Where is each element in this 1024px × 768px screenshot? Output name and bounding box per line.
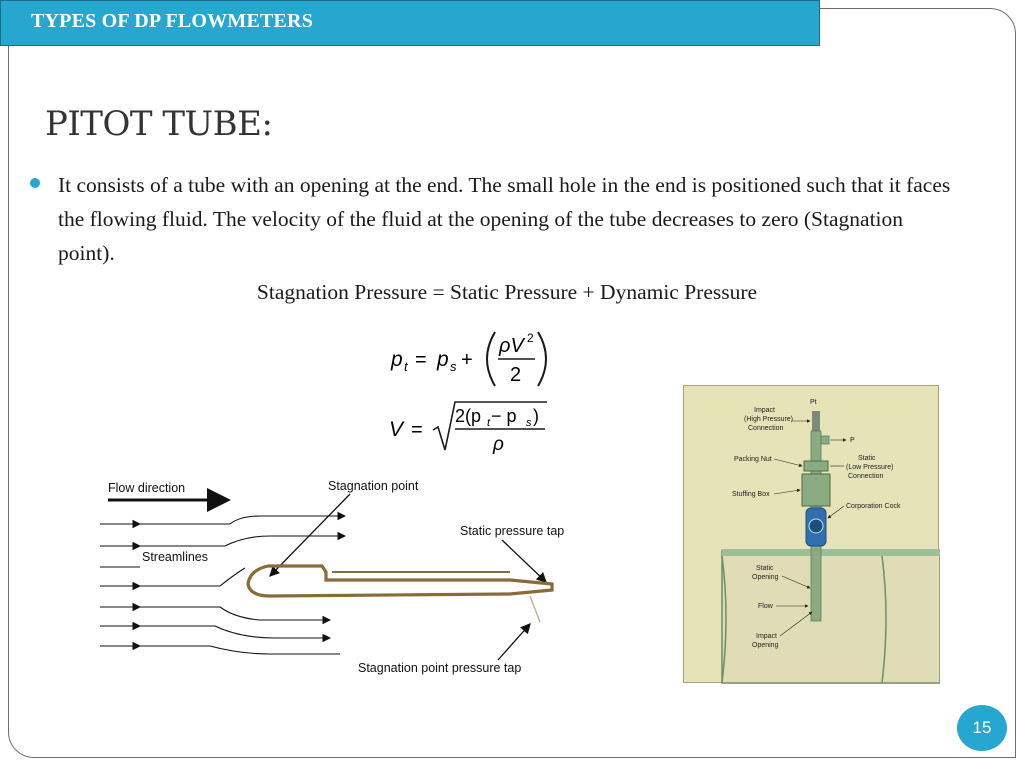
formula-total-pressure: p t = p s + ρV 2 2 <box>390 331 547 387</box>
static-open-leader <box>781 575 811 589</box>
header-title: TYPES OF DP FLOWMETERS <box>31 10 314 32</box>
fig-label-p: P <box>850 437 855 444</box>
static-tap-pointer <box>501 539 547 583</box>
fig-label-impact-3: Connection <box>748 425 784 432</box>
streamline <box>140 511 347 525</box>
pipe-top-band <box>722 549 940 556</box>
probe-tip <box>812 411 820 431</box>
formula-squared: 2 <box>527 331 534 345</box>
streamline <box>140 531 347 547</box>
bullet-dot <box>30 178 40 188</box>
fig-label-static-3: Connection <box>848 473 884 480</box>
fig-label-impact-open-2: Opening <box>752 642 779 649</box>
label-streamlines: Streamlines <box>142 550 208 564</box>
pitot-installation-figure: Pt Impact (High Pressure) Connection P P… <box>683 385 941 684</box>
label-stagnation-tap: Stagnation point pressure tap <box>358 661 521 675</box>
packing-nut <box>803 460 829 472</box>
formula-pt: p <box>390 348 403 371</box>
formula-denominator: 2 <box>510 364 521 386</box>
header-bar: TYPES OF DP FLOWMETERS <box>0 0 820 46</box>
streamline <box>140 645 340 655</box>
formula-pt-sub: t <box>404 359 409 374</box>
formula-ps-sub: s <box>450 359 457 374</box>
pipe-body <box>721 550 941 684</box>
label-static-tap: Static pressure tap <box>460 524 564 538</box>
static-connection <box>820 435 830 445</box>
fig-label-static-2: (Low Pressure) <box>846 464 893 471</box>
stagnation-tap-pointer <box>497 623 531 661</box>
formula-eq2: = <box>411 419 423 441</box>
streamline <box>140 567 246 587</box>
fig-label-packing-nut: Packing Nut <box>734 456 772 463</box>
word-equation: Stagnation Pressure = Static Pressure + … <box>256 280 758 304</box>
pitot-tube <box>246 564 554 623</box>
streamline <box>140 606 332 625</box>
formula-rho: ρ <box>492 434 504 455</box>
formula-sqrt-sign <box>432 401 547 451</box>
page-number: 15 <box>957 705 1007 751</box>
fig-label-static-1: Static <box>858 455 876 462</box>
fig-label-impact-2: (High Pressure) <box>744 416 793 423</box>
installation-drawing: Pt Impact (High Pressure) Connection P P… <box>721 399 941 684</box>
label-stagnation-point: Stagnation point <box>328 479 419 493</box>
tube-outer <box>246 564 554 598</box>
stuffing-box <box>801 473 831 507</box>
fig-label-flow: Flow <box>758 603 774 610</box>
formula-plus: + <box>461 349 473 371</box>
cock-leader <box>827 505 845 519</box>
formula-right-paren <box>537 331 547 387</box>
formula-ps: p <box>436 348 449 371</box>
formula-numerator: 2(p <box>455 406 481 426</box>
formula-num-t: t <box>487 417 491 429</box>
streamline <box>140 625 332 643</box>
slide-title: PITOT TUBE: <box>45 104 273 144</box>
fig-label-static-open-2: Opening <box>752 574 779 581</box>
formula-v: V <box>389 418 405 441</box>
bullet-text: It consists of a tube with an opening at… <box>58 173 951 265</box>
fig-label-stuffing-box: Stuffing Box <box>732 491 770 498</box>
cock-valve <box>808 518 824 534</box>
formula-num-minus: − p <box>491 406 517 426</box>
tube-tap <box>529 595 541 623</box>
stagnation-pointer <box>269 493 351 577</box>
fig-label-impact-1: Impact <box>754 407 775 414</box>
impact-open-leader <box>779 611 813 637</box>
formula-num-s: s <box>526 417 532 429</box>
pipe-left-edge <box>721 555 727 684</box>
formula-eq1: = <box>415 349 427 371</box>
fig-label-impact-open-1: Impact <box>756 633 777 640</box>
packing-leader <box>773 458 803 468</box>
formula-rho-v: ρV <box>498 335 525 357</box>
fig-label-corporation-cock: Corporation Cock <box>846 503 901 510</box>
label-flow-direction: Flow direction <box>108 481 185 495</box>
stuffing-leader <box>773 488 801 495</box>
formula-num-close: ) <box>533 406 539 426</box>
fig-label-pt: Pt <box>810 399 817 406</box>
formula-velocity: V = 2(p t − p s ) ρ <box>389 401 547 455</box>
formula-left-paren <box>486 331 496 387</box>
pipe-right-edge <box>881 555 887 684</box>
fig-label-static-open-1: Static <box>756 565 774 572</box>
pitot-tube-diagram: Flow direction Stagnation point Static p… <box>100 479 564 675</box>
streamlines <box>100 511 347 655</box>
